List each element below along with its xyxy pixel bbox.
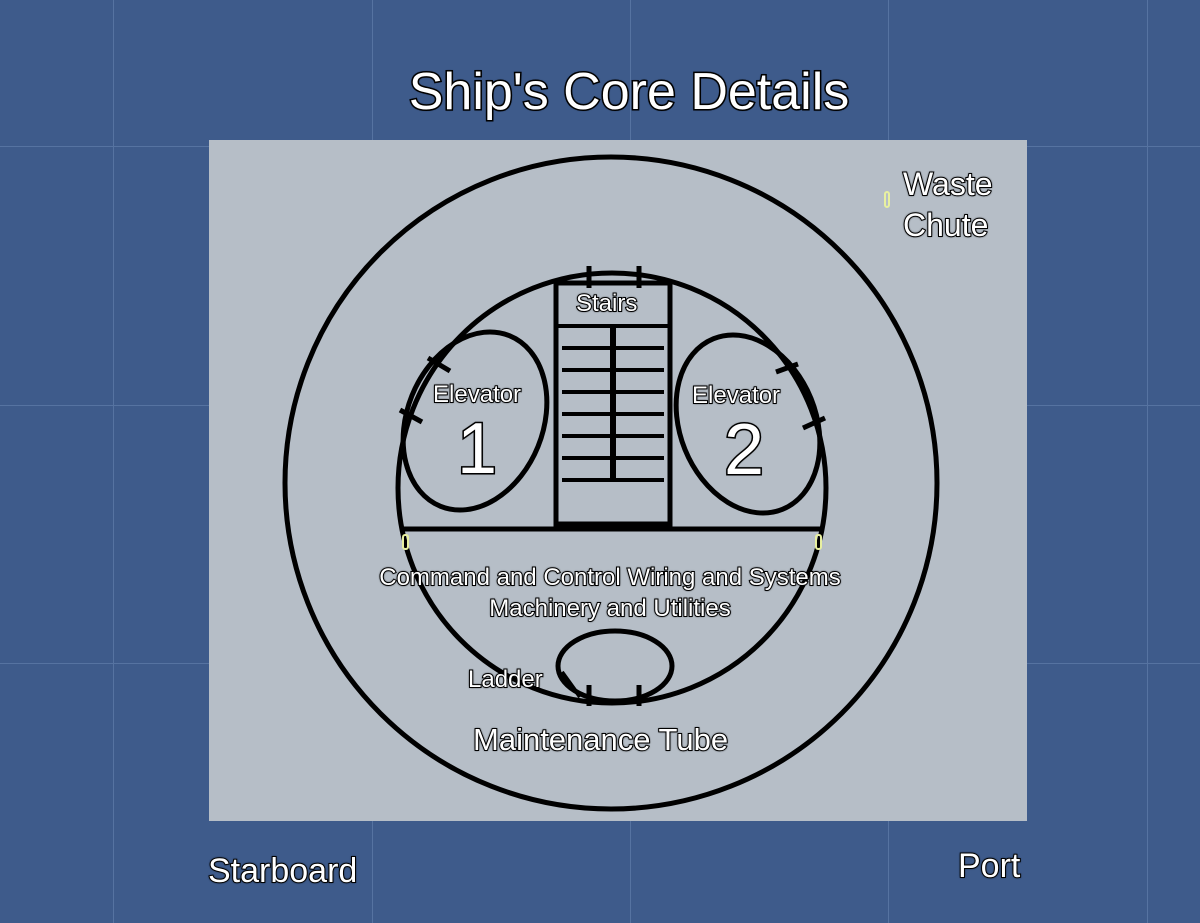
elevator-1-label: Elevator [432, 380, 522, 409]
elevator-1-shaft [400, 329, 550, 513]
stairwell [553, 280, 673, 527]
maintenance-tube-label: Maintenance Tube [472, 721, 729, 758]
yellow-markers [402, 191, 890, 550]
outer-hull-ring [282, 154, 940, 812]
systems-label-line1: Command and Control Wiring and Systems [378, 563, 842, 592]
grid-line [113, 0, 114, 923]
elevator-2-label: Elevator [691, 381, 781, 410]
diagram-title: Ship's Core Details [407, 62, 851, 123]
waste-chute-label-line2: Chute [902, 206, 989, 244]
waste-chute-label-line1: Waste [902, 165, 993, 203]
port-label: Port [957, 846, 1021, 886]
elevator-2-number: 2 [722, 409, 765, 492]
door-ticks [398, 266, 827, 706]
ladder-label: Ladder [467, 665, 544, 694]
ladder-line [560, 670, 582, 699]
elevator-2-shaft [673, 332, 823, 516]
grid-line [1147, 0, 1148, 923]
stairs-label: Stairs [575, 289, 638, 318]
starboard-label: Starboard [207, 851, 358, 891]
maintenance-tube-ring [555, 628, 675, 704]
elevator-1-number: 1 [455, 408, 498, 491]
systems-label-line2: Machinery and Utilities [488, 594, 731, 623]
